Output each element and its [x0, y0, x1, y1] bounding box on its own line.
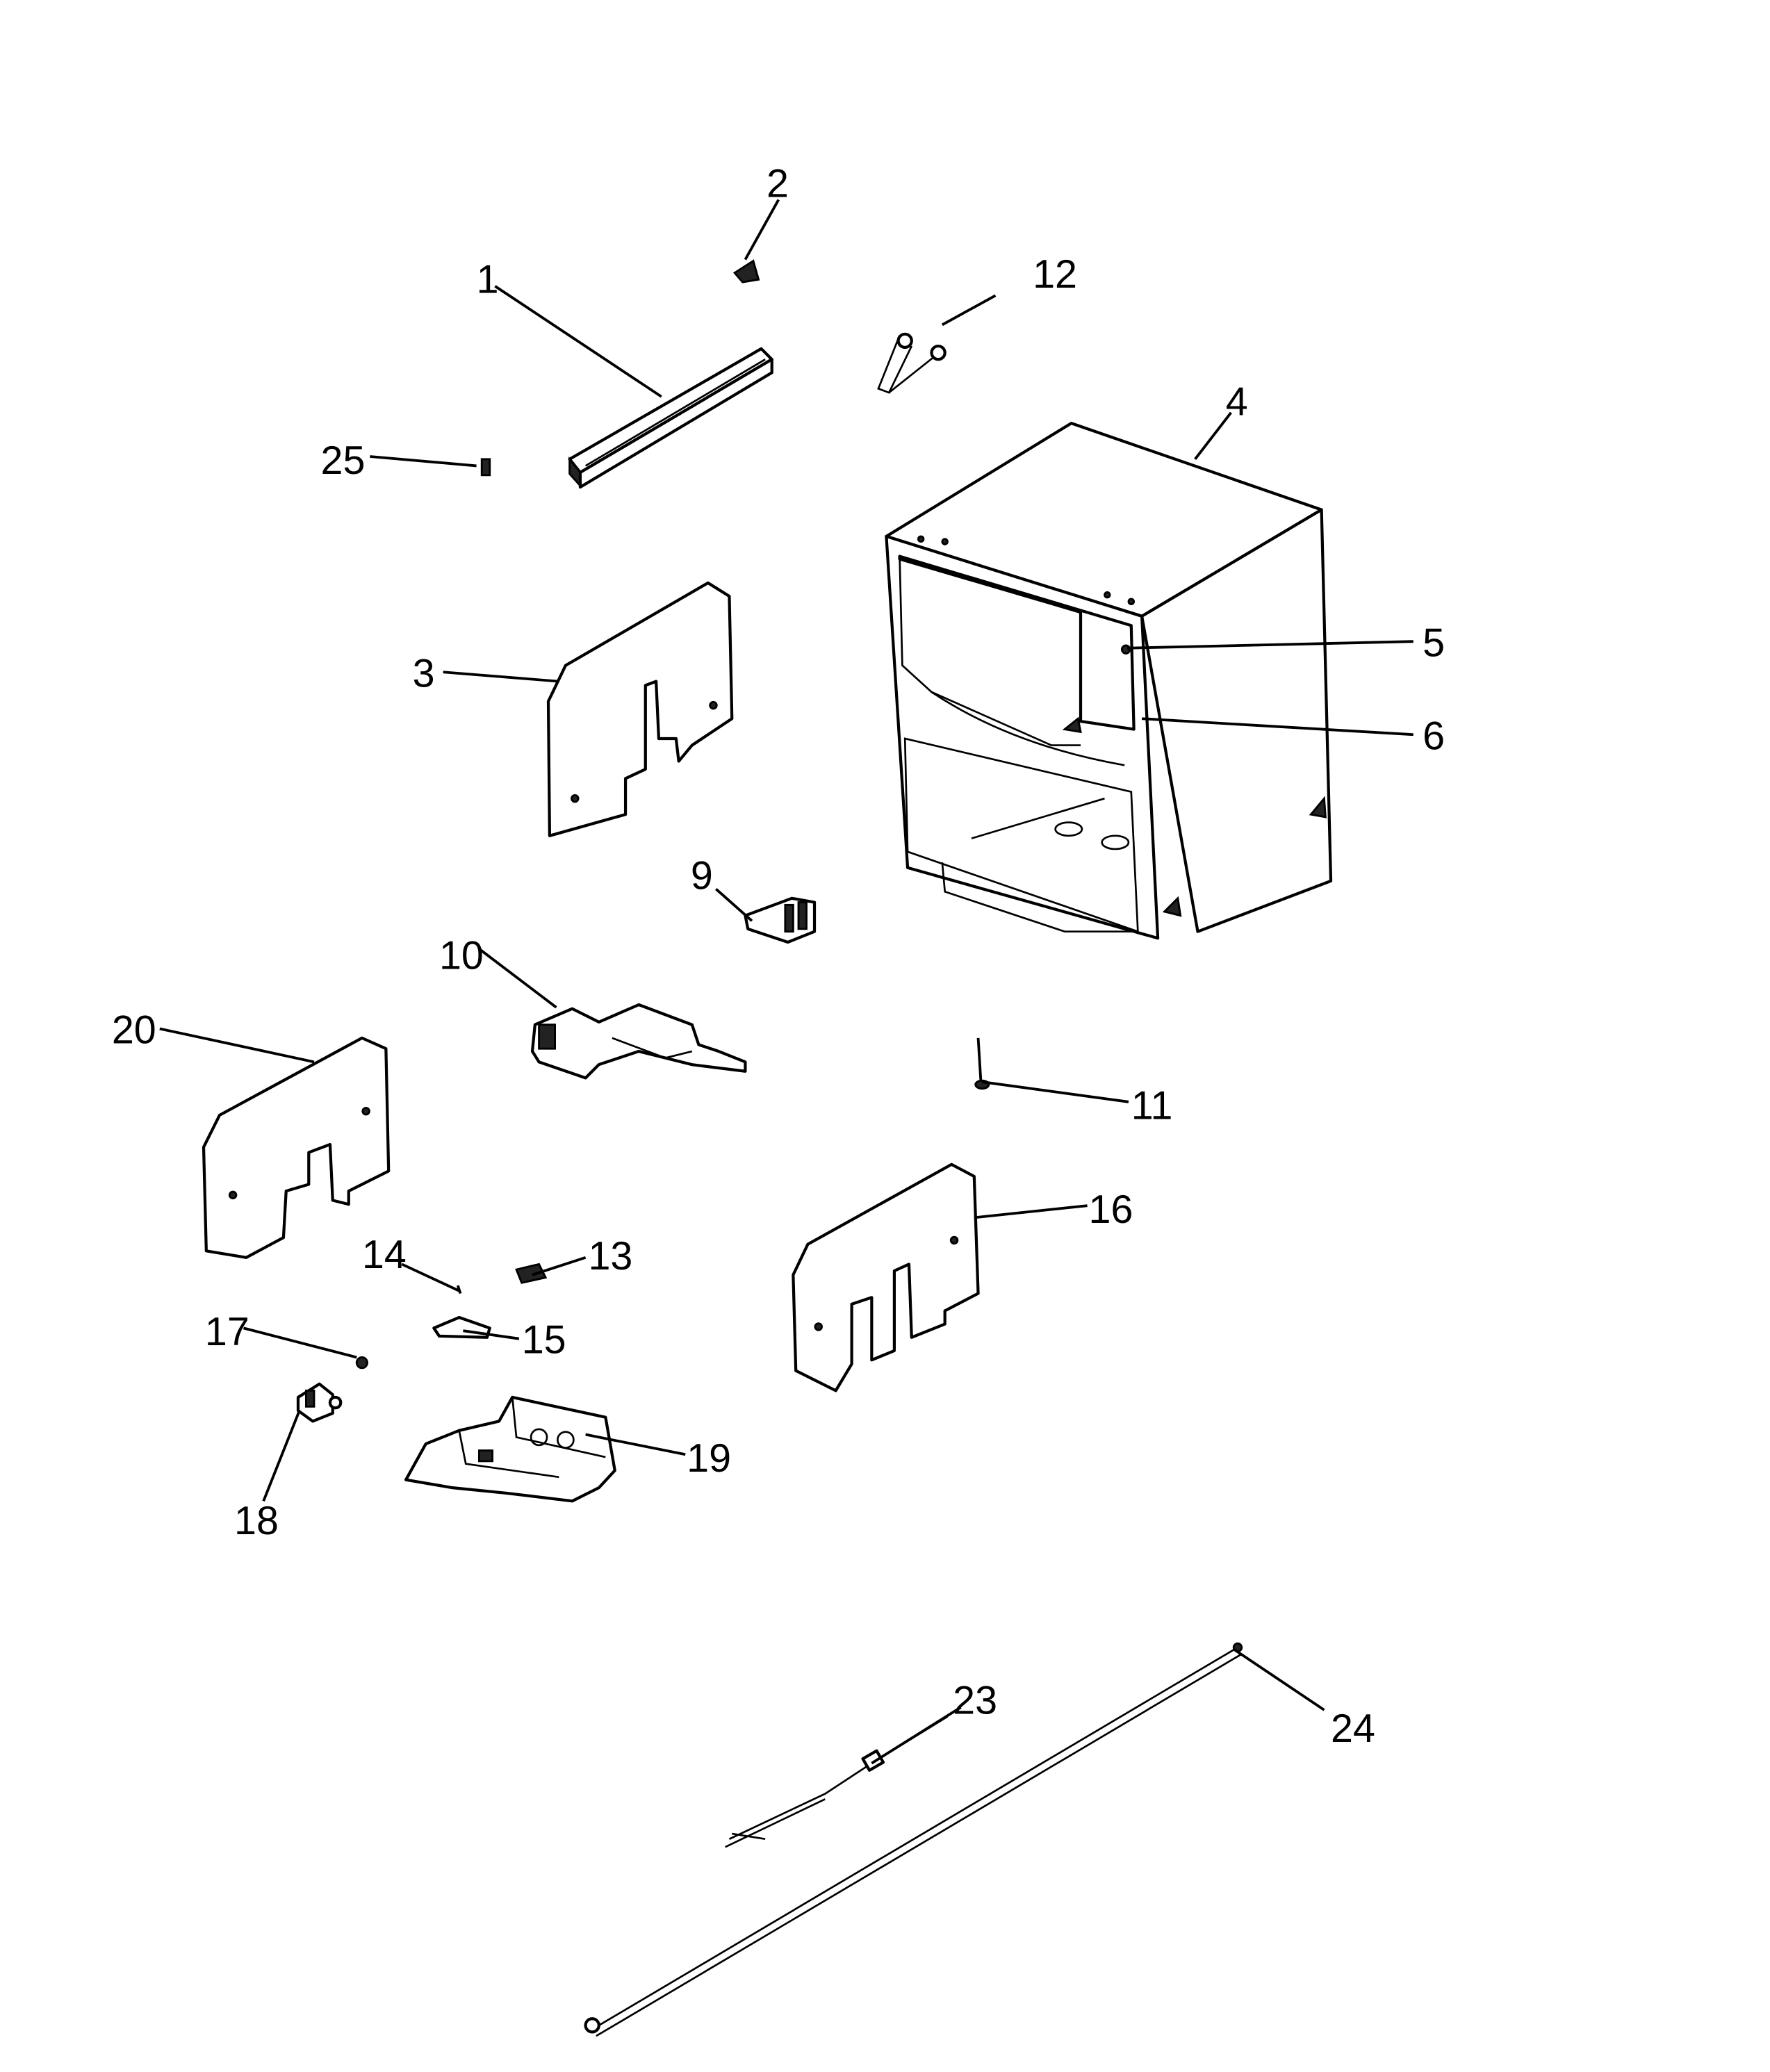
callout-labels: 1 2 3 4 5 6 9 10 11 12 13 14 15 16 17 18…	[112, 162, 1445, 1751]
callout-12: 12	[1033, 252, 1077, 297]
part-10-bracket-assembly	[530, 1003, 747, 1080]
callout-24: 24	[1331, 1707, 1375, 1751]
callout-15: 15	[522, 1318, 566, 1363]
leader-23	[871, 1706, 962, 1765]
callout-14: 14	[362, 1233, 407, 1277]
part-19-base-assembly	[404, 1395, 616, 1503]
leader-1	[494, 285, 662, 398]
part-16-side-panel	[792, 1162, 980, 1392]
leader-3	[443, 671, 559, 683]
callout-2: 2	[767, 162, 789, 206]
part-9-switch	[744, 896, 817, 944]
leader-25	[370, 455, 477, 468]
callout-5: 5	[1423, 620, 1445, 665]
part-11-screw	[974, 1037, 990, 1090]
callout-20: 20	[112, 1008, 156, 1053]
callout-18: 18	[234, 1499, 279, 1543]
leader-lines	[159, 199, 1413, 1765]
callout-3: 3	[413, 651, 435, 696]
callout-1: 1	[477, 257, 499, 302]
leader-9	[715, 887, 753, 922]
part-2-clip	[732, 259, 760, 283]
callout-19: 19	[687, 1436, 731, 1481]
leader-4	[1194, 411, 1232, 461]
leader-24	[1234, 1649, 1325, 1711]
part-24-hose	[584, 1642, 1243, 2037]
leader-10	[478, 948, 557, 1009]
leader-20	[159, 1027, 315, 1064]
leader-16	[974, 1204, 1088, 1219]
leader-2	[744, 199, 780, 261]
leader-19	[585, 1433, 686, 1456]
callout-16: 16	[1089, 1187, 1133, 1232]
part-1-rail	[568, 347, 773, 489]
leader-6	[1141, 717, 1413, 737]
leader-15	[463, 1329, 520, 1340]
part-25-clip	[480, 458, 491, 477]
callout-10: 10	[439, 933, 484, 978]
callout-23: 23	[953, 1679, 997, 1723]
callout-4: 4	[1226, 380, 1248, 425]
callout-6: 6	[1423, 714, 1445, 758]
leader-14	[401, 1263, 460, 1292]
leader-12	[941, 294, 997, 327]
part-4-tub-cabinet	[885, 422, 1333, 940]
part-13-clip	[515, 1263, 548, 1284]
callout-13: 13	[588, 1234, 632, 1278]
leader-11	[982, 1080, 1129, 1103]
leader-13	[532, 1256, 587, 1276]
part-12-wire-clip	[877, 332, 947, 394]
leader-5	[1126, 640, 1413, 650]
callout-17: 17	[205, 1310, 249, 1354]
leader-18	[262, 1410, 301, 1502]
part-3-side-panel	[546, 581, 734, 837]
part-18-valve	[296, 1382, 343, 1423]
callout-9: 9	[691, 853, 713, 898]
part-17-screw	[355, 1356, 368, 1370]
part-20-side-panel	[202, 1036, 391, 1259]
leader-17	[243, 1326, 357, 1359]
callout-11: 11	[1131, 1084, 1173, 1128]
callout-25: 25	[321, 438, 366, 483]
